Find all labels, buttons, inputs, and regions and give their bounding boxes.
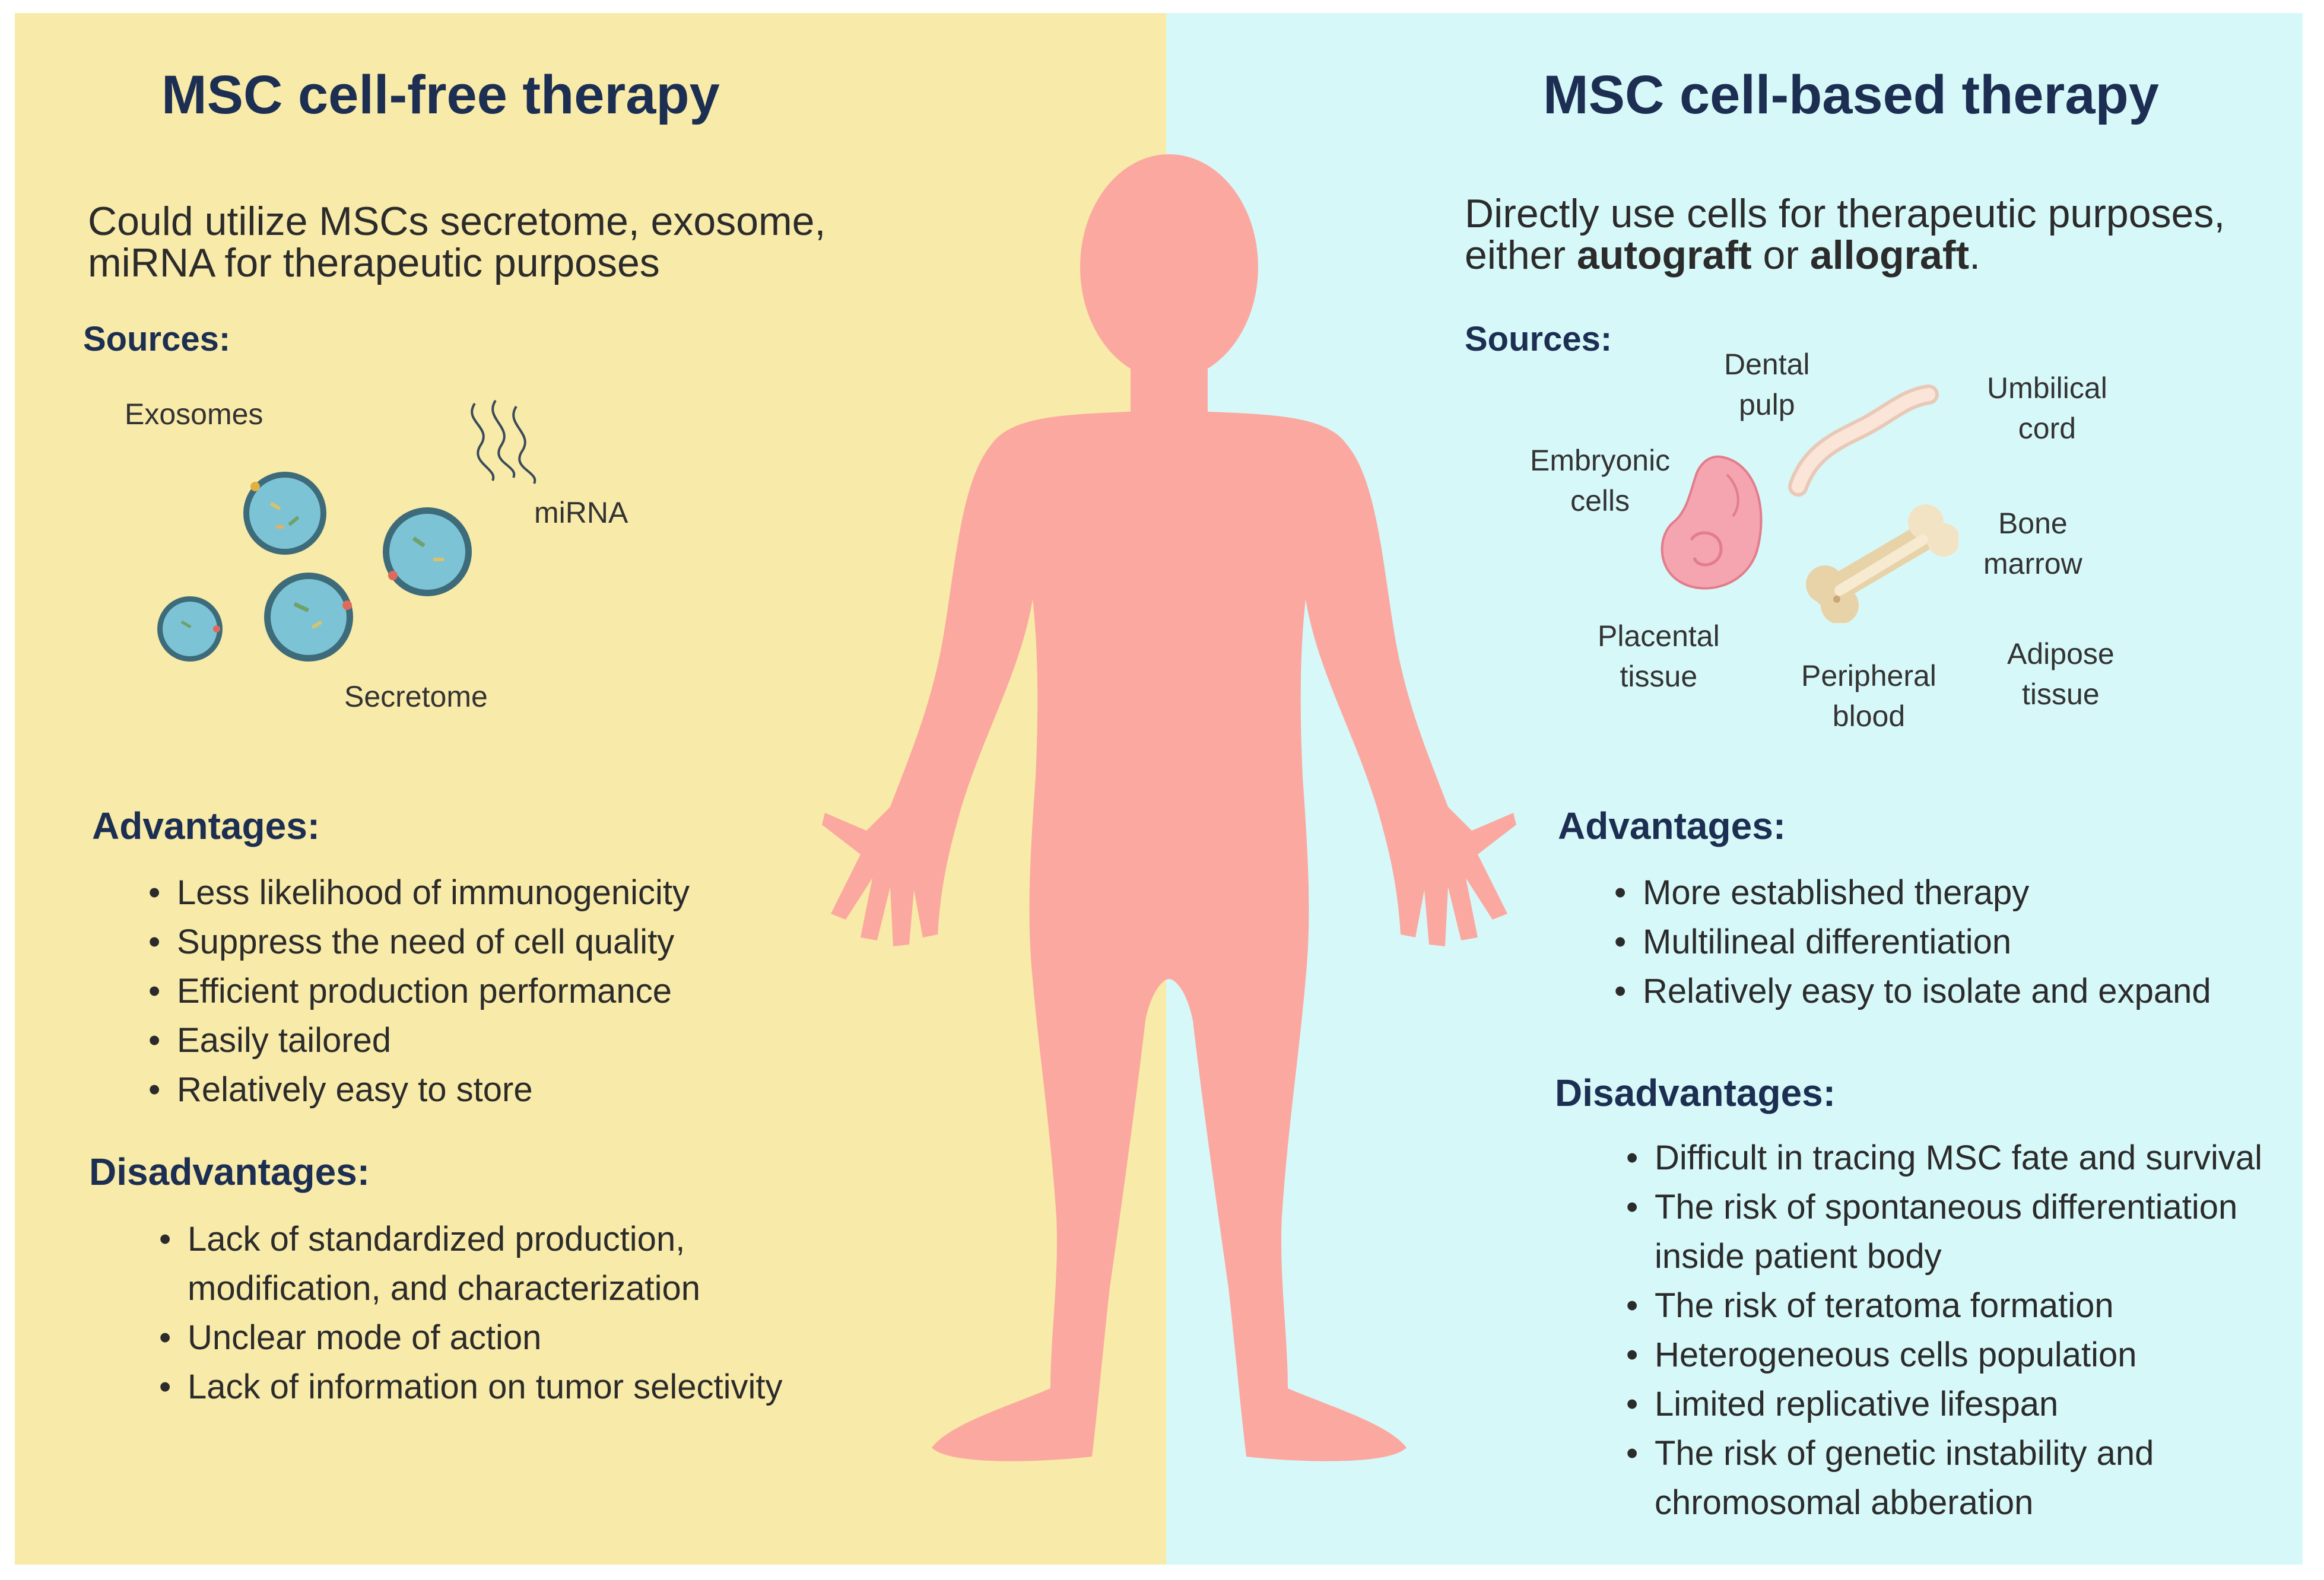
list-item: Less likelihood of immunogenicity (148, 868, 690, 917)
human-body-silhouette (822, 154, 1516, 1461)
cell-free-panel (15, 13, 1166, 1565)
list-item: Lack of information on tumor selectivity (159, 1362, 783, 1411)
cell-based-advantages-heading: Advantages: (1558, 805, 1786, 847)
cell-based-sources-label: Sources: (1465, 320, 1612, 358)
list-item-continuation: inside patient body (1655, 1237, 1942, 1276)
list-item-continuation: modification, and characterization (188, 1269, 701, 1308)
cell-based-disadvantages-list: Difficult in tracing MSC fate and surviv… (1626, 1133, 2262, 1527)
mirna-label: miRNA (534, 496, 628, 529)
bone-marrow-icon (1806, 504, 1958, 623)
description-text: or (1751, 233, 1810, 278)
list-item: More established therapy (1614, 868, 2211, 917)
exosome-3-icon (264, 573, 353, 662)
exosome-2-icon (383, 507, 472, 596)
umbilical-cord-icon (1788, 384, 1939, 497)
embryo-icon (1661, 455, 1763, 590)
list-item: The risk of spontaneous differentiation (1626, 1182, 2262, 1232)
list-item: Suppress the need of cell quality (148, 917, 690, 967)
cell-free-advantages-list: Less likelihood of immunogenicity Suppre… (148, 868, 690, 1114)
list-item: Difficult in tracing MSC fate and surviv… (1626, 1133, 2262, 1182)
exosome-4-icon (157, 596, 223, 662)
list-item: The risk of teratoma formation (1626, 1281, 2262, 1330)
cell-free-disadvantages-list: Lack of standardized production, modific… (159, 1215, 783, 1411)
list-item: Heterogeneous cells population (1626, 1330, 2262, 1379)
cell-free-description: Could utilize MSCs secretome, exosome, m… (88, 199, 826, 285)
allograft-term: allograft (1809, 233, 1970, 278)
list-item: Multilineal differentiation (1614, 917, 2211, 967)
exosomes-label: Exosomes (125, 398, 263, 431)
cell-based-disadvantages-heading: Disadvantages: (1555, 1072, 1836, 1114)
secretome-label: Secretome (344, 680, 488, 713)
cell-free-sources-label: Sources: (83, 320, 231, 358)
list-item: Limited replicative lifespan (1626, 1379, 2262, 1429)
list-item: Lack of standardized production, (159, 1215, 783, 1264)
list-item: Efficient production performance (148, 967, 690, 1016)
cell-based-description: Directly use cells for therapeutic purpo… (1465, 193, 2284, 276)
exosomes-icon (157, 472, 472, 662)
description-text: . (1969, 233, 1981, 278)
cell-based-description-line1: Directly use cells for therapeutic purpo… (1465, 191, 2225, 236)
description-text: either (1465, 233, 1577, 278)
list-item: Relatively easy to isolate and expand (1614, 967, 2211, 1016)
cell-free-disadvantages-heading: Disadvantages: (89, 1150, 370, 1193)
list-item: Easily tailored (148, 1016, 690, 1065)
autograft-term: autograft (1577, 233, 1752, 278)
list-item: Unclear mode of action (159, 1313, 783, 1362)
exosome-1-icon (243, 472, 326, 555)
list-item: The risk of genetic instability and (1626, 1429, 2262, 1478)
cell-free-advantages-heading: Advantages: (92, 805, 320, 847)
cell-based-advantages-list: More established therapy Multilineal dif… (1614, 868, 2211, 1016)
list-item-continuation: chromosomal abberation (1655, 1483, 2034, 1522)
cell-based-title: MSC cell-based therapy (1543, 65, 2159, 125)
list-item: Relatively easy to store (148, 1065, 690, 1114)
mirna-icon (471, 399, 536, 484)
cell-free-title: MSC cell-free therapy (161, 65, 720, 125)
